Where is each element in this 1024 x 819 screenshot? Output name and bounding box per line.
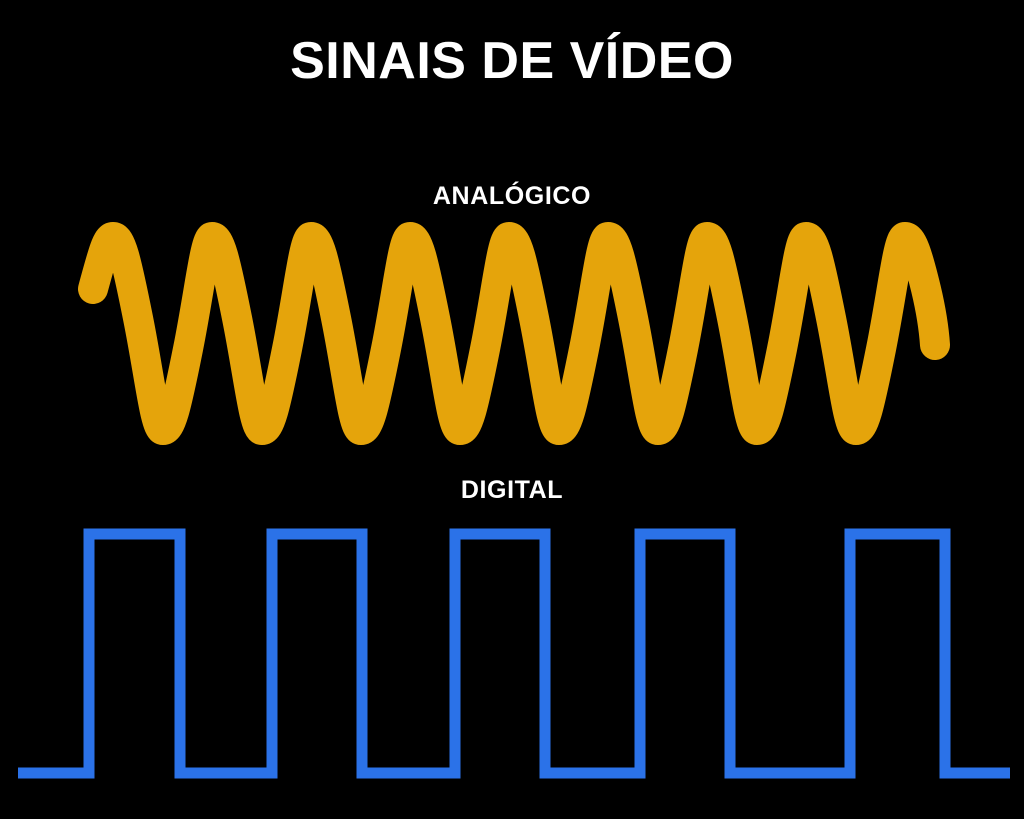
page-title: SINAIS DE VÍDEO: [290, 32, 734, 90]
digital-signal-path: [18, 528, 1010, 779]
analog-signal-path: [78, 222, 950, 445]
analog-section-label: ANALÓGICO: [432, 182, 592, 210]
digital-section-label: DIGITAL: [460, 476, 564, 504]
